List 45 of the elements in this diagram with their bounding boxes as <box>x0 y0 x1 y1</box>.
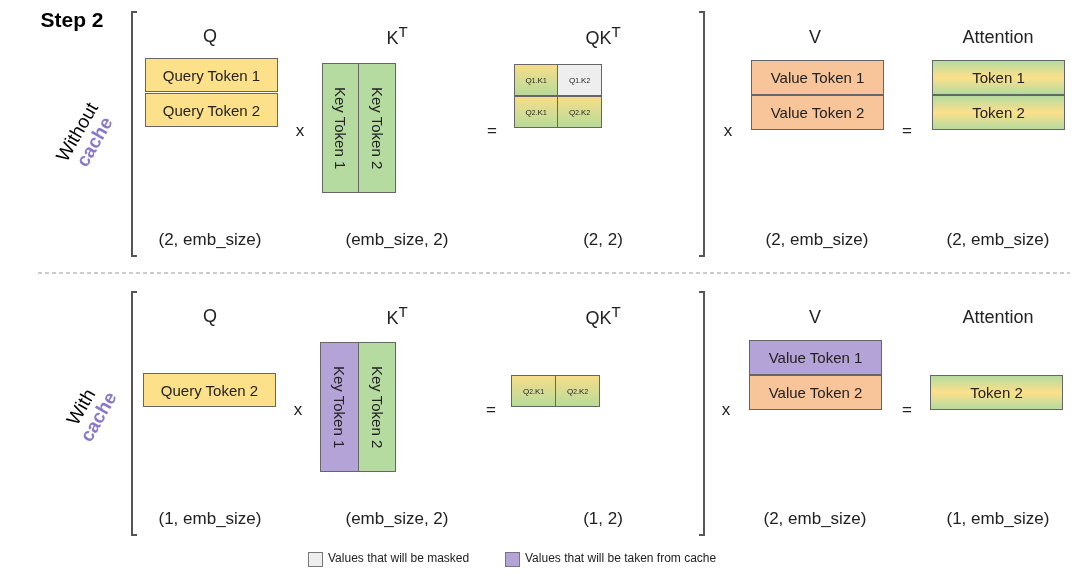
operator-sign: = <box>486 400 496 420</box>
token-box: Token 2 <box>930 375 1063 410</box>
operator-sign: x <box>723 121 733 141</box>
matrix-heading: K$^{T}$ <box>386 23 408 49</box>
key-token-column: Key Token 2 <box>358 342 396 472</box>
operator-sign: x <box>295 121 305 141</box>
operator-sign: = <box>902 400 912 420</box>
token-box: Token 2 <box>932 95 1065 130</box>
key-token-column: Key Token 1 <box>322 63 359 193</box>
matrix-heading: Attention <box>962 26 1034 48</box>
shape-label: (emb_size, 2) <box>345 509 449 529</box>
token-box: Token 1 <box>932 60 1065 95</box>
matrix-heading: Attention <box>962 306 1034 328</box>
matrix-heading: V <box>809 26 821 48</box>
key-token-column: Key Token 1 <box>320 342 359 472</box>
title: Step 2 <box>40 8 104 32</box>
matrix-heading: QK$^{T}$ <box>585 303 621 329</box>
operator-sign: x <box>721 400 731 420</box>
shape-label: (1, emb_size) <box>158 509 262 529</box>
token-box: Query Token 2 <box>145 93 278 127</box>
token-box: Value Token 2 <box>749 375 882 410</box>
token-box: Query Token 2 <box>143 373 276 407</box>
token-box: Value Token 2 <box>751 95 884 130</box>
operator-sign: = <box>902 121 912 141</box>
key-token-column: Key Token 2 <box>358 63 396 193</box>
operator-sign: = <box>487 121 497 141</box>
matrix-heading: QK$^{T}$ <box>585 23 621 49</box>
shape-label: (1, 2) <box>583 509 623 529</box>
token-box: Value Token 1 <box>751 60 884 95</box>
shape-label: (2, 2) <box>583 230 623 250</box>
matrix-heading: V <box>809 306 821 328</box>
token-box: Query Token 1 <box>145 58 278 92</box>
operator-sign: x <box>293 400 303 420</box>
shape-label: (2, emb_size) <box>158 230 262 250</box>
shape-label: (2, emb_size) <box>763 509 867 529</box>
matrix-heading: Q <box>203 305 217 327</box>
legend-label: Values that will be masked <box>328 551 470 565</box>
matrix-heading: Q <box>203 25 217 47</box>
legend-label: Values that will be taken from cache <box>525 551 717 565</box>
shape-label: (2, emb_size) <box>765 230 869 250</box>
shape-label: (emb_size, 2) <box>345 230 449 250</box>
token-box: Value Token 1 <box>749 340 882 375</box>
shape-label: (2, emb_size) <box>946 230 1050 250</box>
matrix-heading: K$^{T}$ <box>386 303 408 329</box>
shape-label: (1, emb_size) <box>946 509 1050 529</box>
